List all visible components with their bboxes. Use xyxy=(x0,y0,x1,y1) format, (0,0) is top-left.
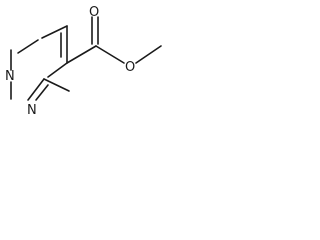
atom-carbonyl-o: O xyxy=(89,5,99,20)
bond-ester-o-methyl xyxy=(135,45,162,64)
bond-c4-methyl xyxy=(43,78,70,92)
bond-c5-carbonyl xyxy=(66,45,97,64)
bond-c4-n3-inner xyxy=(35,84,49,101)
bond-c4-n3 xyxy=(27,78,45,101)
bond-carbonyl-ester-o xyxy=(95,45,125,64)
atom-ring-n3: N xyxy=(27,103,37,118)
atom-ester-o: O xyxy=(125,60,135,75)
bond-c2-n1 xyxy=(17,39,39,54)
bond-c5-c4 xyxy=(47,62,68,78)
chemical-structure: N N O O xyxy=(5,5,162,118)
atom-ring-n1: N xyxy=(5,69,15,84)
bond-n1-c6 xyxy=(41,25,68,39)
